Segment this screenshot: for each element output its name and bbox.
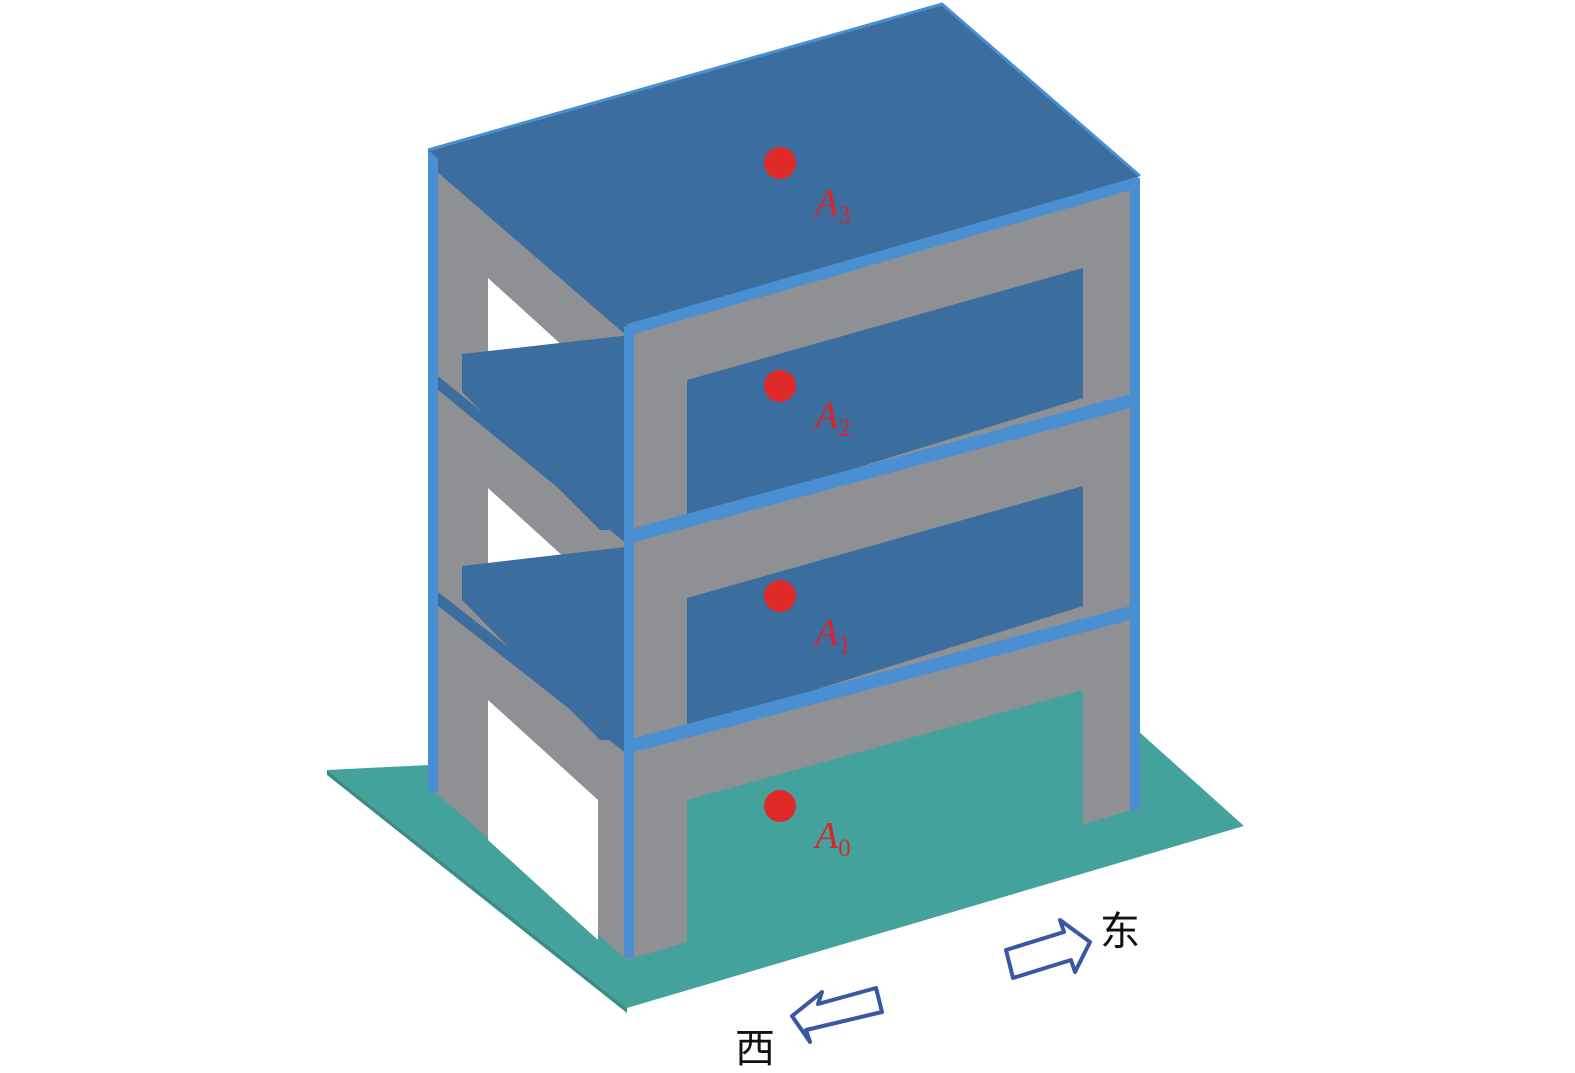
front-slab-edge-roof bbox=[627, 174, 1138, 336]
west-label: 西 bbox=[735, 1026, 775, 1072]
east-arrow-icon bbox=[1004, 918, 1092, 980]
front-frame-face bbox=[624, 174, 1140, 960]
front-opening-2 bbox=[687, 486, 1083, 730]
left-slab-edge-roof bbox=[428, 150, 627, 336]
front-slab-edge-2 bbox=[627, 604, 1138, 754]
east-label: 东 bbox=[1100, 909, 1140, 955]
measurement-point-subscript: 1 bbox=[838, 632, 851, 659]
measurement-point-a0: A0 bbox=[764, 790, 851, 862]
left-opening-1 bbox=[488, 700, 598, 940]
measurement-point-subscript: 2 bbox=[838, 415, 851, 442]
front-opening-1 bbox=[687, 690, 1083, 952]
direction-indicators: 东 西 bbox=[735, 909, 1140, 1072]
roof-outline bbox=[427, 2, 1141, 178]
front-opening-3 bbox=[687, 268, 1083, 520]
measurement-point-label: A0 bbox=[812, 815, 851, 862]
west-arrow-icon bbox=[790, 986, 884, 1044]
ground-edge bbox=[327, 770, 627, 1013]
measurement-point-subscript: 0 bbox=[838, 835, 851, 862]
measurement-point-a1: A1 bbox=[764, 580, 851, 659]
measurement-point-dot bbox=[764, 790, 796, 822]
measurement-point-dot bbox=[764, 370, 796, 402]
right-column-edge bbox=[1130, 178, 1140, 812]
measurement-point-subscript: 3 bbox=[838, 202, 851, 229]
corner-column-edge bbox=[624, 326, 634, 958]
left-column-edge bbox=[428, 150, 438, 794]
measurement-point-dot bbox=[764, 147, 796, 179]
front-slab-edge-3 bbox=[627, 392, 1138, 544]
measurement-point-dot bbox=[764, 580, 796, 612]
